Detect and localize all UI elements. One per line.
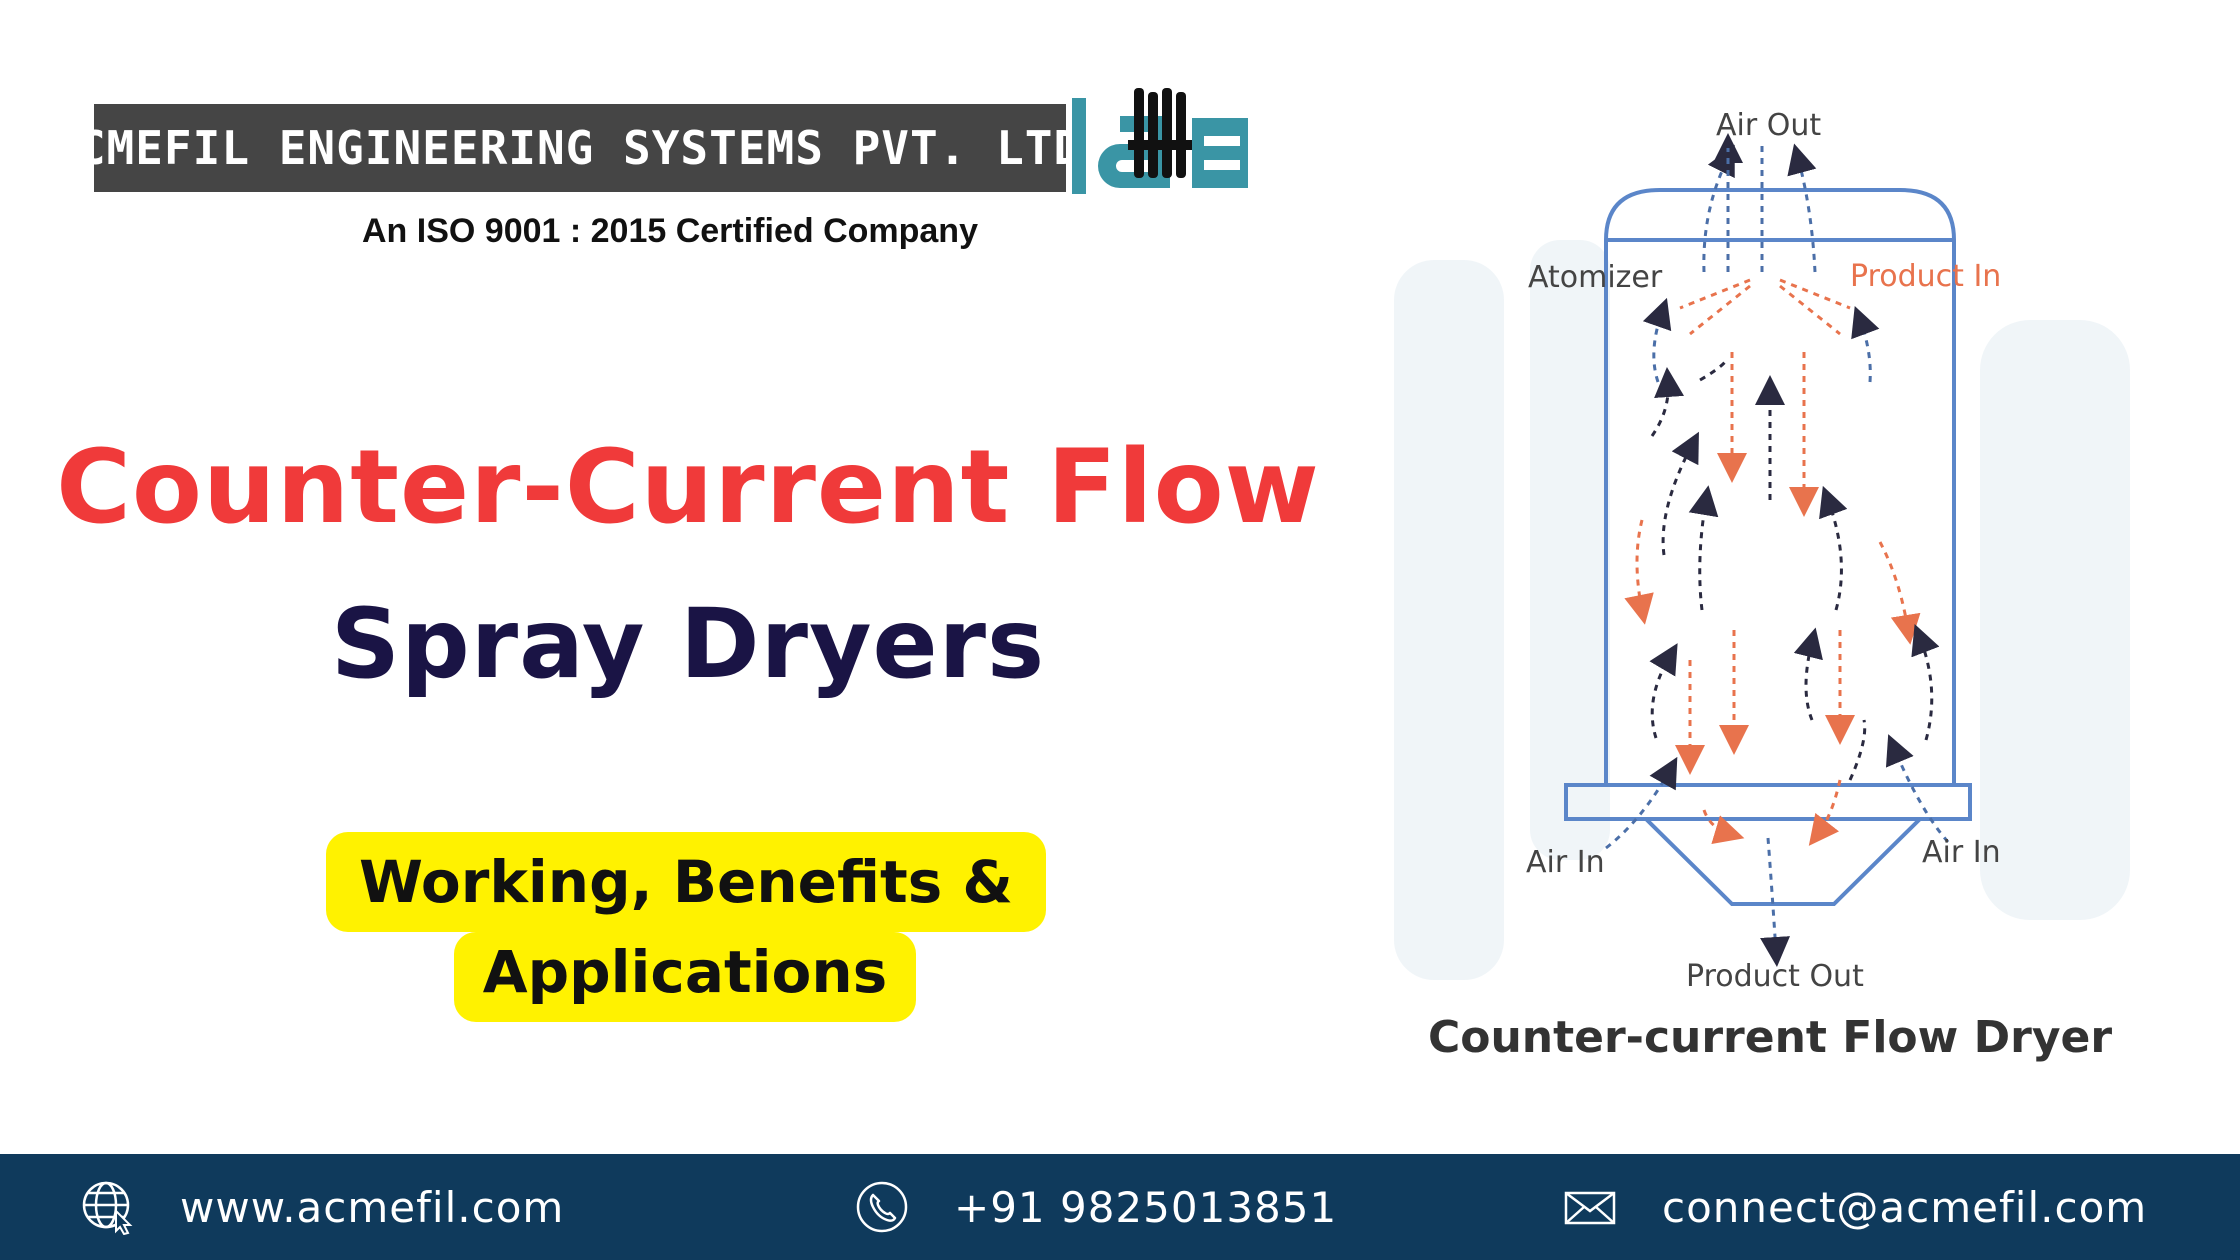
certification-tagline: An ISO 9001 : 2015 Certified Company — [362, 212, 978, 250]
email-text: connect@acmefil.com — [1662, 1182, 2148, 1232]
product-descending-arrows — [1624, 352, 1921, 846]
atomizer-spray — [1679, 278, 1851, 336]
air-out-label: Air Out — [1716, 108, 1821, 143]
atomizer-label: Atomizer — [1528, 260, 1663, 295]
air-in-arrows — [1605, 734, 1950, 850]
watermark-logo — [1394, 240, 2130, 980]
air-rising-arrows — [1649, 357, 1940, 781]
diagram-caption: Counter-current Flow Dryer — [1428, 1012, 2112, 1063]
title-line-2: Spray Dryers — [330, 588, 1046, 700]
company-name-banner: ACMEFIL ENGINEERING SYSTEMS PVT. LTD. — [49, 104, 1110, 192]
globe-cursor-icon — [82, 1181, 133, 1235]
air-in-left-label: Air In — [1526, 845, 1605, 880]
subtitle-highlight-1: Working, Benefits & — [326, 832, 1046, 932]
phone-contact[interactable]: +91 9825013851 — [854, 1154, 1337, 1260]
product-out-arrow — [1760, 837, 1791, 967]
dryer-vessel — [1564, 188, 1972, 906]
counter-current-dryer-diagram: Air Out Atomizer Product In Air In Air I… — [1394, 108, 2130, 1063]
phone-text: +91 9825013851 — [954, 1182, 1338, 1232]
company-name: ACMEFIL ENGINEERING SYSTEMS PVT. LTD. — [49, 121, 1111, 175]
title-line-1: Counter-Current Flow — [56, 428, 1320, 547]
side-arrows — [1642, 297, 1880, 383]
website-contact[interactable]: www.acmefil.com — [80, 1154, 564, 1260]
phone-icon — [856, 1181, 908, 1233]
website-text: www.acmefil.com — [180, 1182, 565, 1232]
air-out-arrows — [1702, 133, 1817, 273]
contact-footer: www.acmefil.com +91 9825013851 connect@a… — [0, 1154, 2240, 1260]
product-out-label: Product Out — [1686, 959, 1864, 994]
subtitle-highlight-2: Applications — [454, 932, 916, 1022]
acmefil-logo — [1072, 88, 1248, 194]
email-contact[interactable]: connect@acmefil.com — [1562, 1154, 2147, 1260]
product-in-label: Product In — [1850, 259, 2001, 294]
air-in-right-label: Air In — [1922, 835, 2001, 870]
mail-icon — [1564, 1191, 1616, 1225]
